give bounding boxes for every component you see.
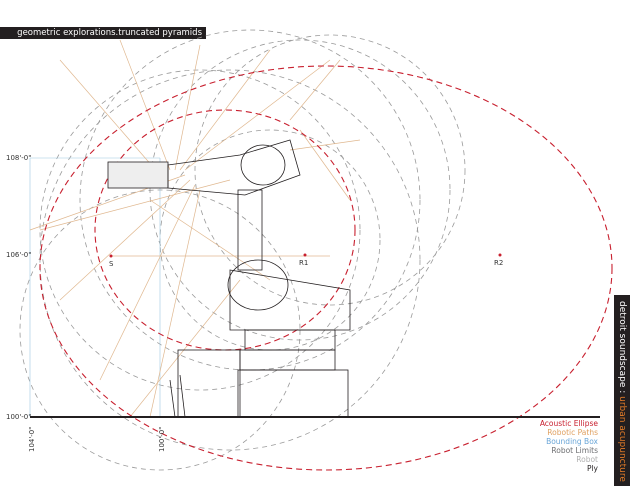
robot bbox=[107, 139, 351, 418]
bounding-box bbox=[29, 157, 161, 417]
legend-ply: Ply bbox=[586, 464, 598, 473]
legend-robot-limits: Robot Limits bbox=[551, 446, 598, 455]
point-r1-label: R1 bbox=[299, 259, 309, 267]
acoustic-ellipses bbox=[39, 65, 613, 471]
elevation-100: 100'-0" bbox=[6, 413, 32, 421]
reference-points bbox=[109, 253, 502, 258]
legend-acoustic-ellipse: Acoustic Ellipse bbox=[539, 419, 598, 428]
legend-robotic-paths: Robotic Paths bbox=[547, 428, 598, 437]
legend-bounding-box: Bounding Box bbox=[546, 437, 598, 446]
drawing-title: geometric explorations.truncated pyramid… bbox=[0, 27, 206, 39]
robotic-paths bbox=[29, 39, 361, 418]
offset-104: 104'-0" bbox=[28, 426, 36, 452]
elevation-108: 108'-0" bbox=[6, 154, 32, 162]
side-title-accent: urban acupuncture bbox=[617, 396, 627, 482]
side-title-main: detroit soundscape : bbox=[617, 301, 627, 397]
offset-100: 100'-0" bbox=[158, 426, 166, 452]
point-r2-label: R2 bbox=[494, 259, 504, 267]
legend-robot: Robot bbox=[576, 455, 598, 464]
point-s-label: S bbox=[109, 260, 114, 268]
side-title-bar bbox=[614, 295, 630, 486]
elevation-106: 106'-0" bbox=[6, 251, 32, 259]
robot-limit-circles bbox=[19, 29, 466, 471]
side-title: detroit soundscape : urban acupuncture bbox=[614, 295, 630, 492]
legend: Acoustic Ellipse Robotic Paths Bounding … bbox=[540, 419, 598, 473]
